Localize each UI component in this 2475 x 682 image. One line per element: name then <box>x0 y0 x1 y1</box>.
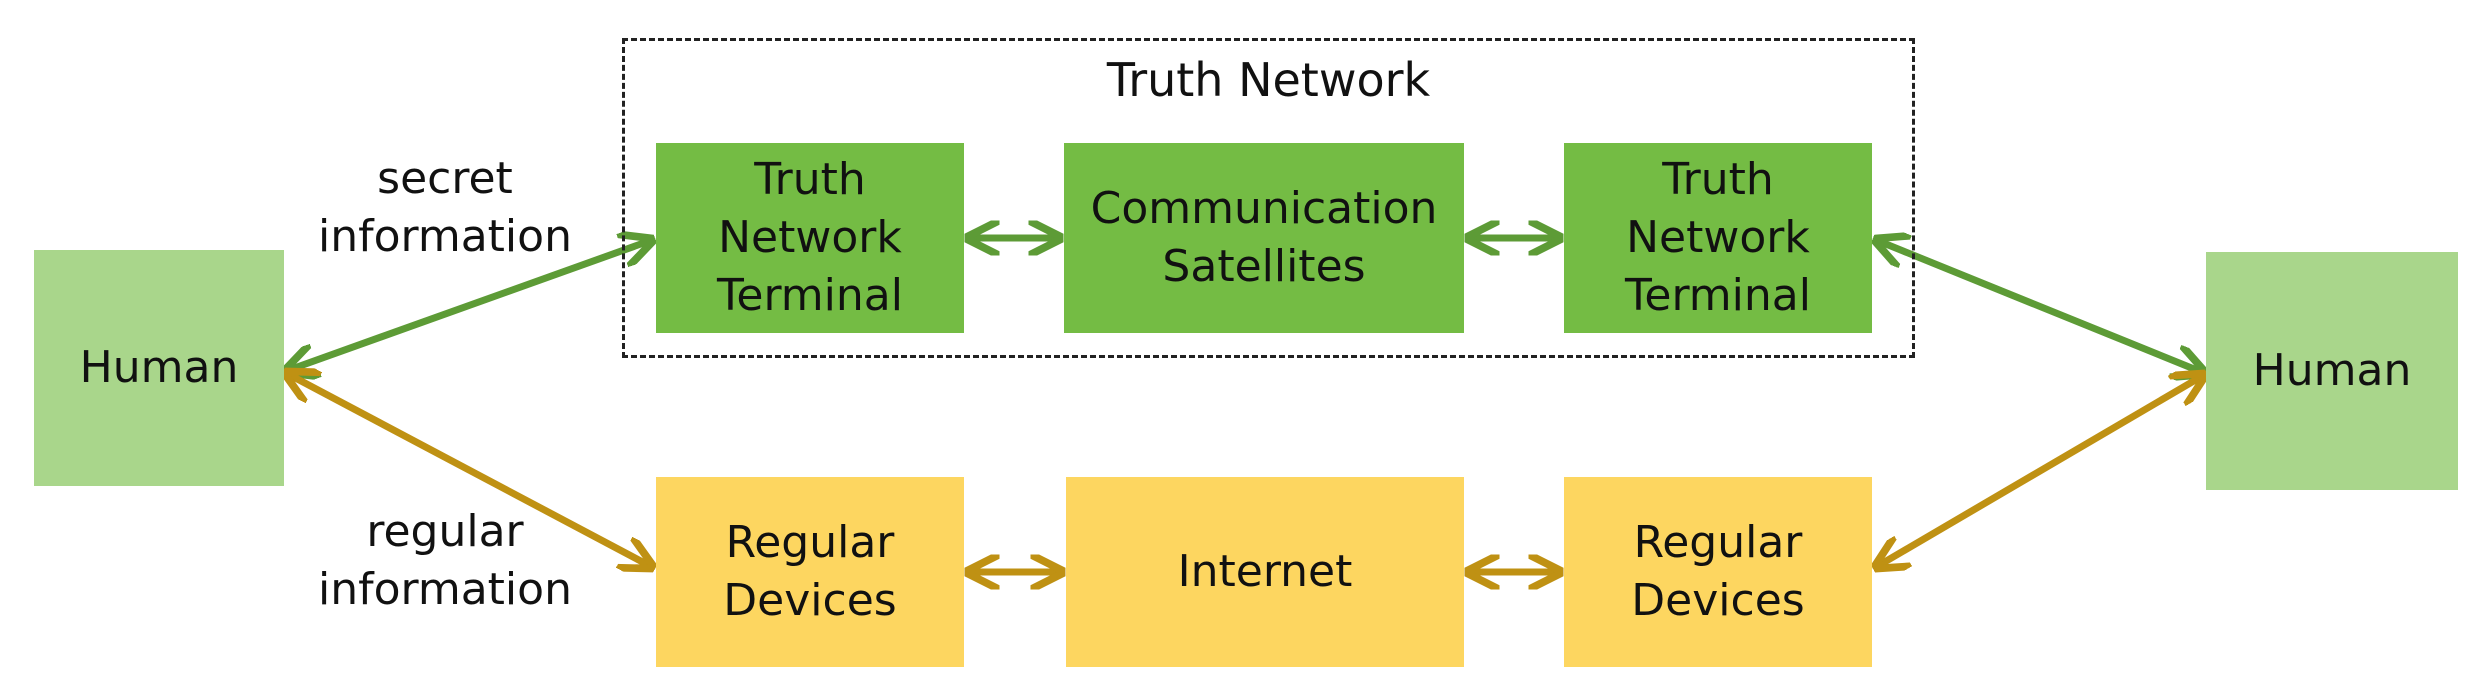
regular-information-label: regular information <box>318 506 572 616</box>
truth-network-terminal-left-label: Truth Network Terminal <box>717 153 903 322</box>
regular-devices-left: Regular Devices <box>656 477 964 667</box>
secret-information-label: secret information <box>318 153 572 263</box>
truth-network-title: Truth Network <box>1106 53 1431 107</box>
communication-satellites-node: Communication Satellites <box>1064 143 1464 333</box>
internet-label: Internet <box>1177 545 1353 597</box>
arrow-truth-terminal-to-human-right <box>1876 240 2204 373</box>
arrow-regular-devices-to-human-right <box>1876 375 2204 567</box>
human-node-right: Human <box>2206 252 2458 490</box>
truth-network-terminal-left: Truth Network Terminal <box>656 143 964 333</box>
internet-node: Internet <box>1066 477 1464 667</box>
communication-satellites-label: Communication Satellites <box>1090 182 1438 292</box>
arrow-human-to-truth-terminal-left <box>286 240 652 371</box>
regular-devices-right-label: Regular Devices <box>1631 516 1805 626</box>
human-node-left: Human <box>34 250 284 486</box>
regular-devices-right: Regular Devices <box>1564 477 1872 667</box>
truth-network-terminal-right: Truth Network Terminal <box>1564 143 1872 333</box>
arrow-human-to-regular-devices-left <box>286 373 652 567</box>
truth-network-group: Truth Network <box>622 38 1915 358</box>
human-node-right-label: Human <box>2252 344 2412 396</box>
truth-network-terminal-right-label: Truth Network Terminal <box>1625 153 1811 322</box>
human-node-left-label: Human <box>79 341 239 393</box>
regular-devices-left-label: Regular Devices <box>723 516 897 626</box>
